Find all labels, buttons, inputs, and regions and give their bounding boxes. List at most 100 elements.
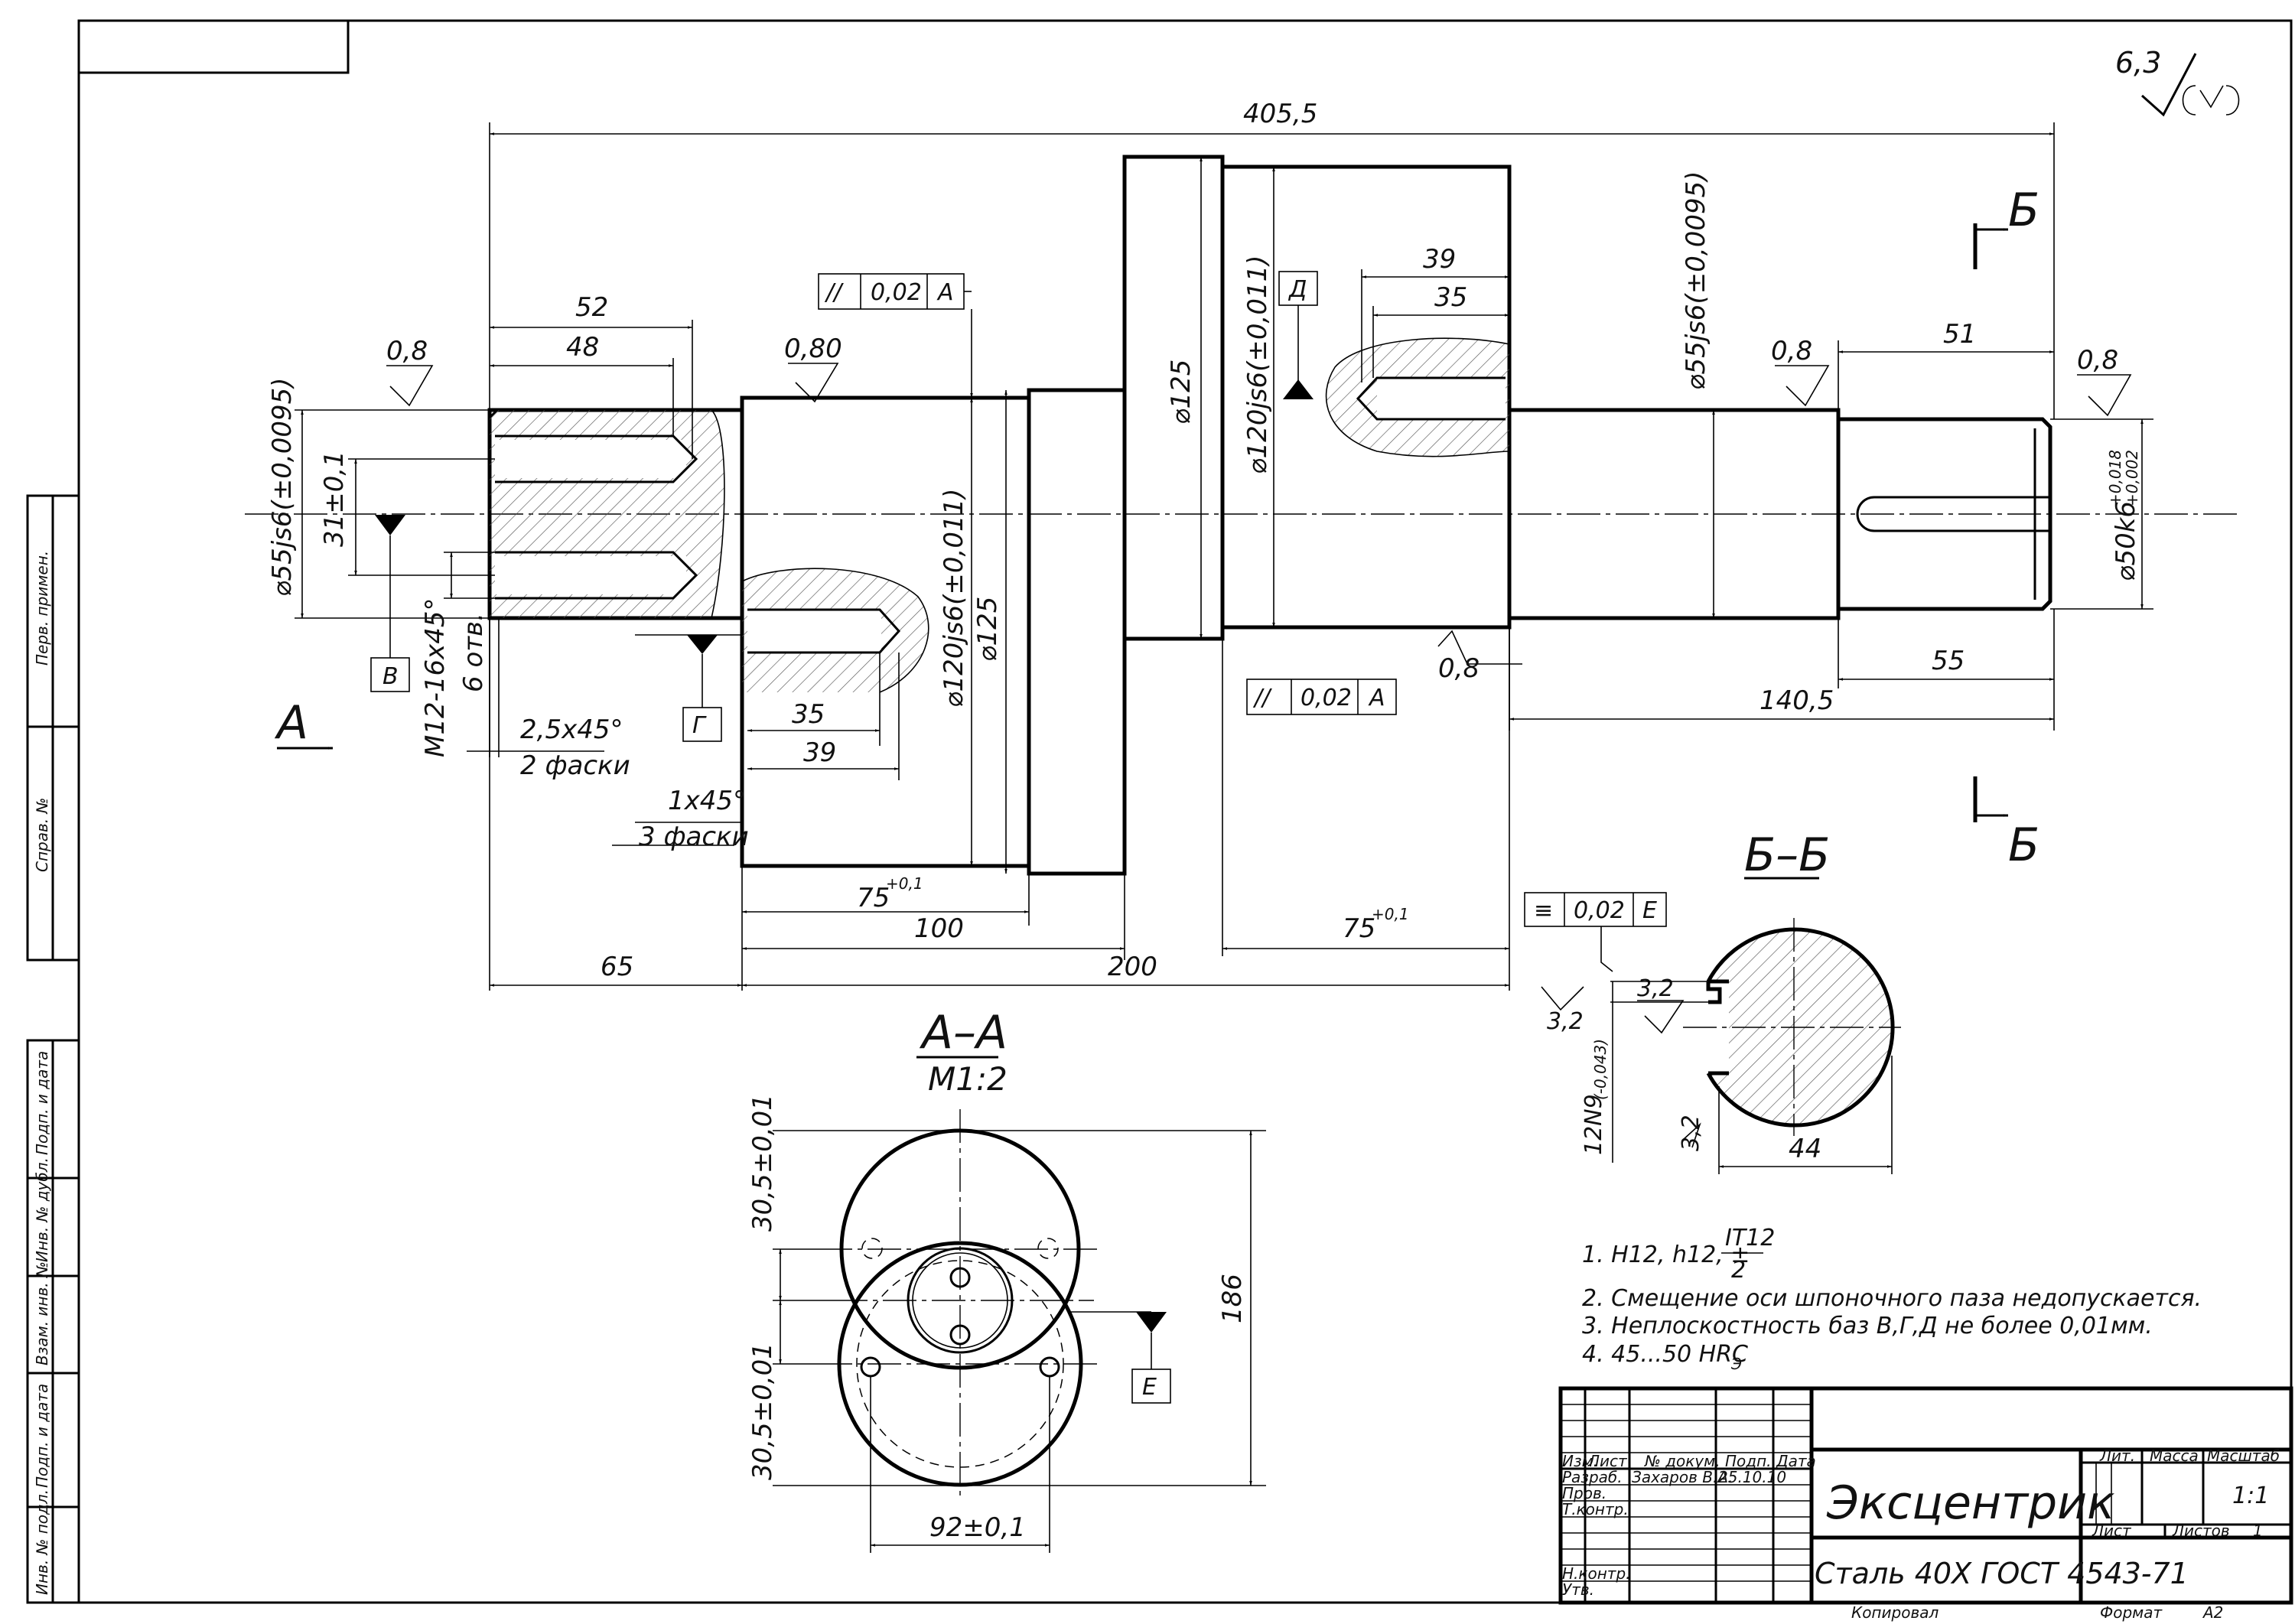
dim-dia50-group: ⌀50k6 +0,018 +0,002 bbox=[2106, 450, 2141, 581]
tol3-base: Е bbox=[1642, 897, 1657, 924]
dim-overall: 405,5 bbox=[1243, 99, 1317, 129]
stamp-inv-podl: Инв. № подл. bbox=[33, 1489, 51, 1595]
dim-top35: 35 bbox=[1434, 282, 1467, 313]
roughness-shaft-right: 0,8 bbox=[1771, 336, 1812, 366]
tol1-symbol: // bbox=[824, 279, 844, 306]
dimension-texts: 405,5 52 48 ⌀55js6(±0,0095) 31±0,1 M12-1… bbox=[267, 99, 2141, 982]
footer-format-value: А2 bbox=[2202, 1603, 2223, 1622]
dim-65: 65 bbox=[601, 952, 633, 982]
note-4: 4. 45...50 HRC bbox=[1582, 1341, 1748, 1368]
dimension-lines bbox=[295, 122, 2153, 991]
dim-dia125a: ⌀125 bbox=[972, 597, 1003, 662]
roughness-bb-3: 3,2 bbox=[1678, 1115, 1704, 1151]
dim-dia50-tol-dn: +0,002 bbox=[2123, 450, 2141, 506]
dim-100: 100 bbox=[914, 913, 964, 944]
datum-d: Д bbox=[1278, 271, 1318, 399]
stamp-inv-dubl: Инв. № дубл. bbox=[33, 1157, 51, 1262]
section-bb-view: Б–Б ≡ 0,02 Е 3,2 3,2 3,2 12N9 (-0,043) 4… bbox=[1524, 828, 1901, 1174]
section-aa-title: А–А bbox=[919, 1006, 1008, 1059]
dim-dia50-tol-up: +0,018 bbox=[2106, 450, 2124, 506]
section-aa-scale: М1:2 bbox=[928, 1060, 1008, 1098]
section-b-marks: Б Б bbox=[1973, 184, 2039, 872]
row-razrab: Разраб. bbox=[1562, 1468, 1623, 1486]
dim-aa-92: 92±0,1 bbox=[929, 1512, 1026, 1543]
section-b-bottom-label: Б bbox=[2008, 819, 2039, 872]
roughness-bb-1: 3,2 bbox=[1547, 1008, 1584, 1035]
row-utv: Утв. bbox=[1562, 1580, 1594, 1599]
dim-dia55-right: ⌀55js6(±0,0095) bbox=[1681, 171, 1711, 390]
section-b-top-label: Б bbox=[2008, 184, 2039, 237]
section-hatching bbox=[490, 337, 1510, 693]
dim-hole35: 35 bbox=[792, 699, 825, 730]
tol2-base: А bbox=[1368, 685, 1385, 711]
dim-keyway-group: 12N9 (-0,043) bbox=[1580, 1039, 1610, 1155]
roughness-collar: 0,80 bbox=[784, 334, 842, 364]
datum-g: Г bbox=[635, 634, 742, 742]
stamp-perv-primen: Перв. примен. bbox=[33, 551, 51, 666]
dim-55: 55 bbox=[1932, 646, 1965, 676]
datum-e-label: Е bbox=[1142, 1374, 1157, 1401]
datum-d-label: Д bbox=[1287, 276, 1307, 303]
roughness-general: 6,3 bbox=[2115, 46, 2161, 80]
tolerance-frame-1: // 0,02 А bbox=[818, 273, 973, 398]
part-material: Сталь 40Х ГОСТ 4543-71 bbox=[1815, 1557, 2189, 1590]
dim-75b-tol: +0,1 bbox=[1372, 905, 1409, 923]
datum-v-label: В bbox=[382, 663, 399, 690]
dim-aa-30a: 30,5±0,01 bbox=[747, 1094, 778, 1232]
general-roughness: 6,3 bbox=[2115, 46, 2240, 117]
tolerance-frame-2: // 0,02 А bbox=[1246, 679, 1397, 715]
dim-51: 51 bbox=[1943, 319, 1976, 350]
dim-75a: 75 bbox=[857, 883, 890, 913]
col-izm: Изм. bbox=[1562, 1452, 1598, 1470]
dim-thread: M12-16x45° bbox=[420, 597, 451, 757]
tol3-symbol: ≡ bbox=[1534, 897, 1553, 924]
dim-dia50: ⌀50k6 bbox=[2111, 501, 2141, 581]
hdr-masshtab: Масштаб bbox=[2207, 1447, 2280, 1465]
roughness-end: 0,8 bbox=[2077, 345, 2118, 376]
col-data: Дата bbox=[1776, 1452, 1816, 1470]
row-tkontr: Т.контр. bbox=[1562, 1500, 1629, 1518]
tol1-value: 0,02 bbox=[871, 279, 922, 306]
sheets-value: 1 bbox=[2253, 1521, 2263, 1540]
part-name: Эксцентрик bbox=[1826, 1476, 2114, 1530]
row-nkontr: Н.контр. bbox=[1562, 1564, 1631, 1583]
view-a-arrow: А bbox=[274, 696, 333, 750]
hdr-massa: Масса bbox=[2150, 1447, 2199, 1465]
dim-chamfer2: 1x45° bbox=[668, 786, 746, 816]
dim-hole39: 39 bbox=[803, 737, 836, 768]
tol2-symbol: // bbox=[1252, 685, 1272, 711]
razrab-name: Захаров В.А. bbox=[1632, 1468, 1733, 1486]
dim-dia55-left: ⌀55js6(±0,0095) bbox=[267, 377, 298, 597]
note-1: 1. H12, h12, ± bbox=[1582, 1242, 1750, 1268]
dim-aa-30b: 30,5±0,01 bbox=[747, 1342, 778, 1480]
dim-top39: 39 bbox=[1423, 244, 1456, 275]
col-docnum: № докум. bbox=[1644, 1452, 1720, 1470]
section-bb-title: Б–Б bbox=[1744, 828, 1830, 882]
dim-chamfer1: 2,5x45° bbox=[520, 714, 623, 745]
dim-75a-tol: +0,1 bbox=[886, 874, 923, 893]
stamp-sprav: Справ. № bbox=[33, 798, 51, 872]
note-4-sub: Э bbox=[1730, 1355, 1742, 1373]
dim-dia120a: ⌀120js6(±0,011) bbox=[939, 488, 969, 708]
title-block: Эксцентрик Сталь 40Х ГОСТ 4543-71 Изм. Л… bbox=[1558, 1386, 2293, 1622]
tol2-value: 0,02 bbox=[1300, 685, 1352, 711]
note-1-frac-den: 2 bbox=[1731, 1257, 1746, 1284]
roughness-flange-bottom: 0,8 bbox=[1438, 653, 1480, 684]
dim-48: 48 bbox=[566, 332, 599, 363]
stamp-vzam-inv: Взам. инв. № bbox=[33, 1261, 51, 1365]
dim-bb-44: 44 bbox=[1789, 1134, 1821, 1164]
section-aa-view: А–А М1:2 30,5±0,01 30,5±0,01 186 92±0,1 bbox=[747, 1006, 1266, 1553]
drawing-frame bbox=[26, 19, 2293, 1604]
dim-52: 52 bbox=[575, 292, 608, 323]
dim-dia120b: ⌀120js6(±0,011) bbox=[1242, 255, 1273, 474]
dim-aa-186: 186 bbox=[1217, 1274, 1248, 1323]
roughness-bb-2: 3,2 bbox=[1637, 975, 1674, 1002]
hdr-lit: Лит. bbox=[2099, 1447, 2135, 1465]
note-2: 2. Смещение оси шпоночного паза недопуск… bbox=[1582, 1285, 2202, 1312]
footer-kopiroval: Копировал bbox=[1851, 1603, 1939, 1622]
col-podp: Подп. bbox=[1725, 1452, 1772, 1470]
footer-format: Формат bbox=[2100, 1603, 2163, 1622]
dim-140: 140,5 bbox=[1760, 685, 1834, 716]
tol1-base: А bbox=[936, 279, 954, 306]
